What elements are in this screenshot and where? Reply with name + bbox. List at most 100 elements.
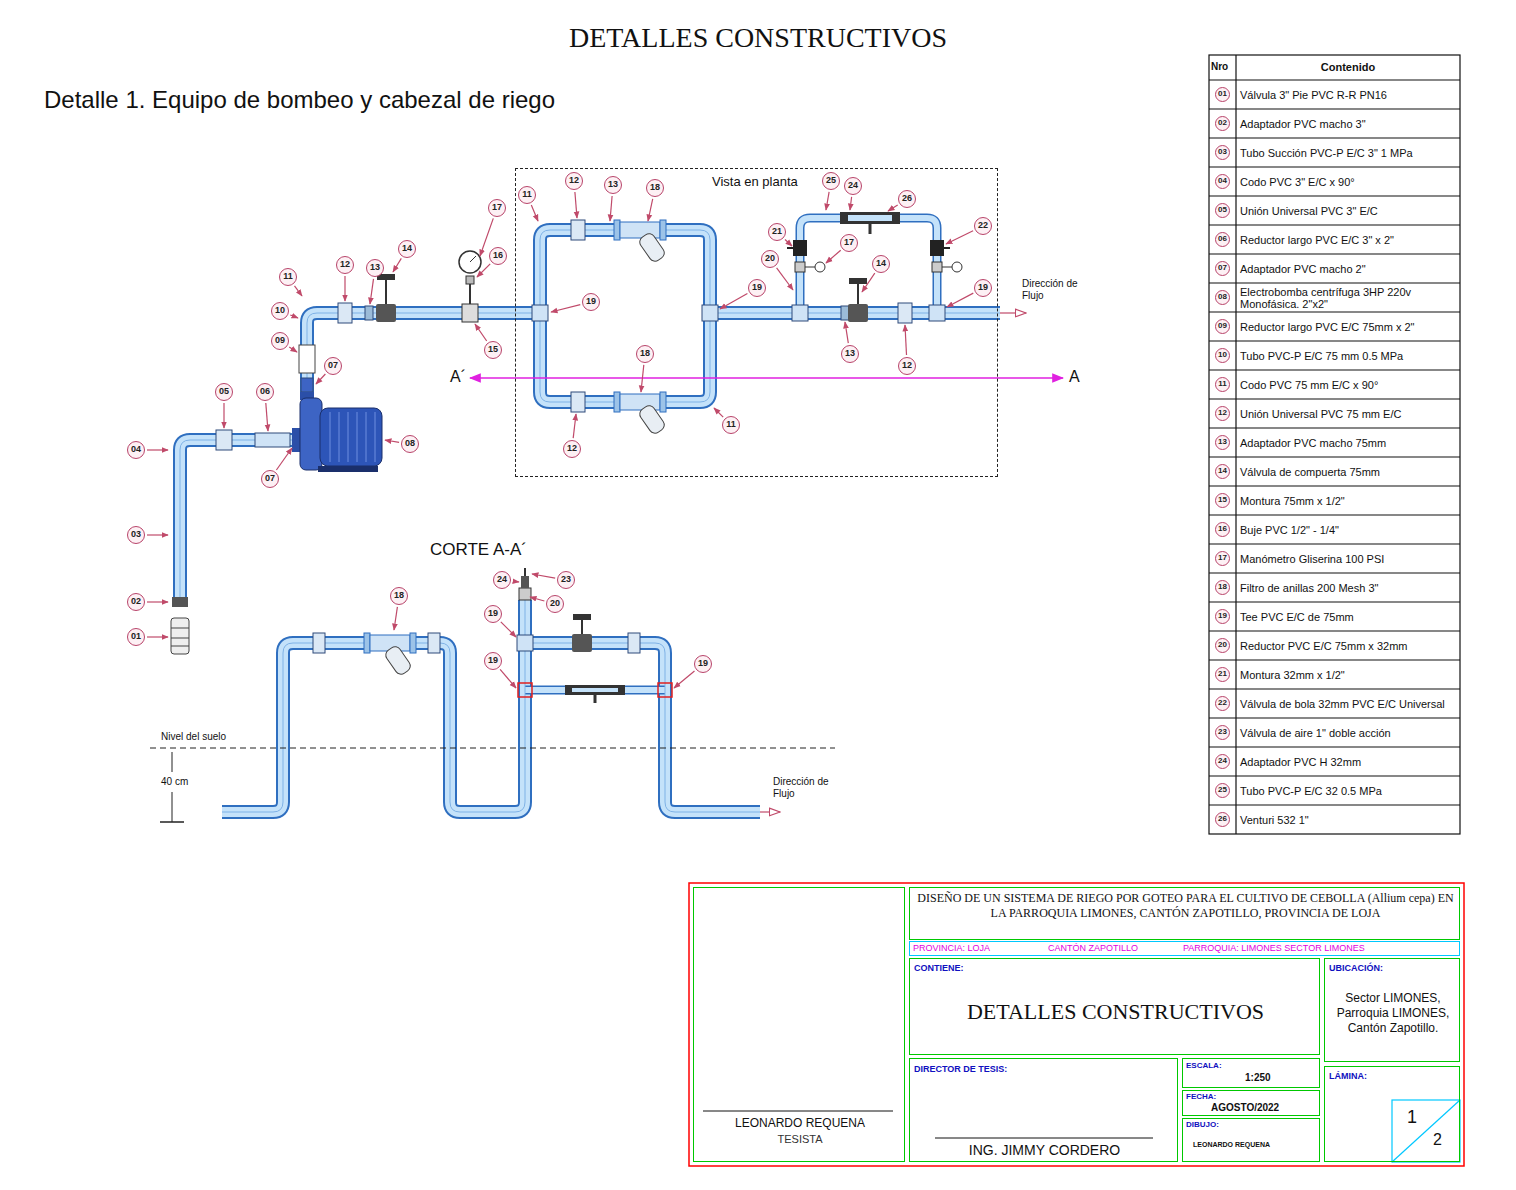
table-cell: Filtro de anillas 200 Mesh 3" (1240, 582, 1458, 594)
leader-line (641, 365, 644, 392)
gate-valve (385, 280, 387, 304)
location-cell: UBICACIÓN:Sector LIMONES, Parroquia LIMO… (1324, 958, 1460, 1062)
callout-number: 07 (261, 470, 279, 488)
leader-line (290, 315, 298, 318)
callout-number: 18 (636, 345, 654, 363)
leader-line (905, 325, 907, 355)
callout-number: 19 (484, 652, 502, 670)
callout-number: 01 (127, 628, 145, 646)
leader-line (513, 581, 519, 583)
table-number: 20 (1215, 638, 1230, 653)
callout-number: 19 (748, 279, 766, 297)
table-number: 03 (1215, 145, 1230, 160)
callout-number: 10 (271, 302, 289, 320)
leader-line (147, 534, 168, 535)
ring-filter (637, 403, 666, 435)
pipe-fitting (255, 433, 290, 447)
table-cell: Tubo PVC-P E/C 32 0.5 MPa (1240, 785, 1458, 797)
table-cell: Montura 32mm x 1/2" (1240, 669, 1458, 681)
callout-number: 12 (898, 357, 916, 375)
leader-line (947, 293, 973, 307)
foot-valve (171, 646, 189, 647)
cell-text: TESISTA (694, 1133, 906, 1145)
callout-number: 03 (127, 526, 145, 544)
table-cell: Válvula 3" Pie PVC R-R PN16 (1240, 89, 1458, 101)
pump (318, 466, 378, 472)
pipe (307, 313, 540, 400)
pump (339, 412, 340, 462)
venturi-injector (565, 212, 900, 703)
leader-line (394, 607, 397, 630)
pipe (180, 440, 294, 600)
leader-line (575, 192, 577, 218)
cell-text: PARROQUIA: LIMONES SECTOR LIMONES (1183, 943, 1365, 953)
pipe-fitting (338, 303, 352, 323)
ball-valve (787, 240, 950, 256)
parts-table-grid (1209, 80, 1460, 805)
cell-text: DIBUJO: (1186, 1120, 1219, 1129)
table-number: 17 (1215, 551, 1230, 566)
callout-number: 05 (215, 383, 233, 401)
ground-line (172, 792, 173, 822)
leader-line (475, 324, 487, 341)
leader-line (344, 276, 345, 301)
pipe-fitting (216, 430, 232, 450)
gate-valve (848, 304, 868, 322)
leader-line (826, 250, 841, 263)
callout-number: 12 (565, 172, 583, 190)
table-number: 05 (1215, 203, 1230, 218)
table-number: 11 (1215, 377, 1230, 392)
pipe (525, 643, 760, 812)
air-valve (519, 588, 531, 600)
table-number: 18 (1215, 580, 1230, 595)
table-number: 23 (1215, 725, 1230, 740)
table-cell: Buje PVC 1/2" - 1/4" (1240, 524, 1458, 536)
venturi-injector (840, 212, 900, 224)
table-cell: Adaptador PVC macho 2" (1240, 263, 1458, 275)
parts-table-grid (1209, 55, 1460, 834)
pipe-fitting (898, 303, 912, 323)
cell-text: LEONARDO REQUENA (694, 1116, 906, 1130)
cell-text: LEONARDO REQUENA (1193, 1141, 1270, 1148)
table-number: 19 (1215, 609, 1230, 624)
leader-line (477, 264, 490, 277)
callout-number: 15 (484, 341, 502, 359)
leader-line (276, 448, 292, 470)
table-number: 13 (1215, 435, 1230, 450)
author-cell: LEONARDO REQUENA TESISTA (693, 887, 905, 1162)
flow-arrow (760, 811, 780, 812)
table-cell: Reductor largo PVC E/C 75mm x 2" (1240, 321, 1458, 333)
table-number: 16 (1215, 522, 1230, 537)
pipe-axis (525, 643, 760, 812)
pressure-gauge (952, 262, 962, 272)
callout-number: 18 (390, 587, 408, 605)
pipe-fitting (792, 305, 808, 321)
leader-line (888, 205, 898, 211)
pipe (540, 313, 710, 402)
cell-text: FECHA: (1186, 1092, 1216, 1101)
leader-line (147, 449, 168, 450)
pipe (540, 230, 710, 313)
callout-number: 09 (271, 332, 289, 350)
table-number: 12 (1215, 406, 1230, 421)
section-title: CORTE A-A´ (430, 540, 527, 560)
table-number: 15 (1215, 493, 1230, 508)
callout-number: 11 (722, 416, 740, 434)
table-header: Nro (1211, 61, 1228, 72)
cell-text: AGOSTO/2022 (1211, 1102, 1279, 1113)
ground-line (160, 821, 184, 823)
cell-text: 1:250 (1245, 1072, 1271, 1083)
flow-note: Dirección de Flujo (773, 776, 839, 800)
sheet-cell: LÁMINA:12 (1324, 1066, 1460, 1162)
tee-mark (518, 683, 532, 697)
section-line (470, 378, 1063, 379)
tee-mark (518, 683, 672, 697)
pressure-gauge (932, 262, 942, 272)
cell-text: PROVINCIA: LOJA (913, 943, 990, 953)
gate-valve (376, 274, 868, 652)
flow-note: Dirección de Flujo (1022, 278, 1088, 302)
table-number: 07 (1215, 261, 1230, 276)
leader-line (393, 258, 401, 272)
foot-valve (171, 638, 189, 639)
